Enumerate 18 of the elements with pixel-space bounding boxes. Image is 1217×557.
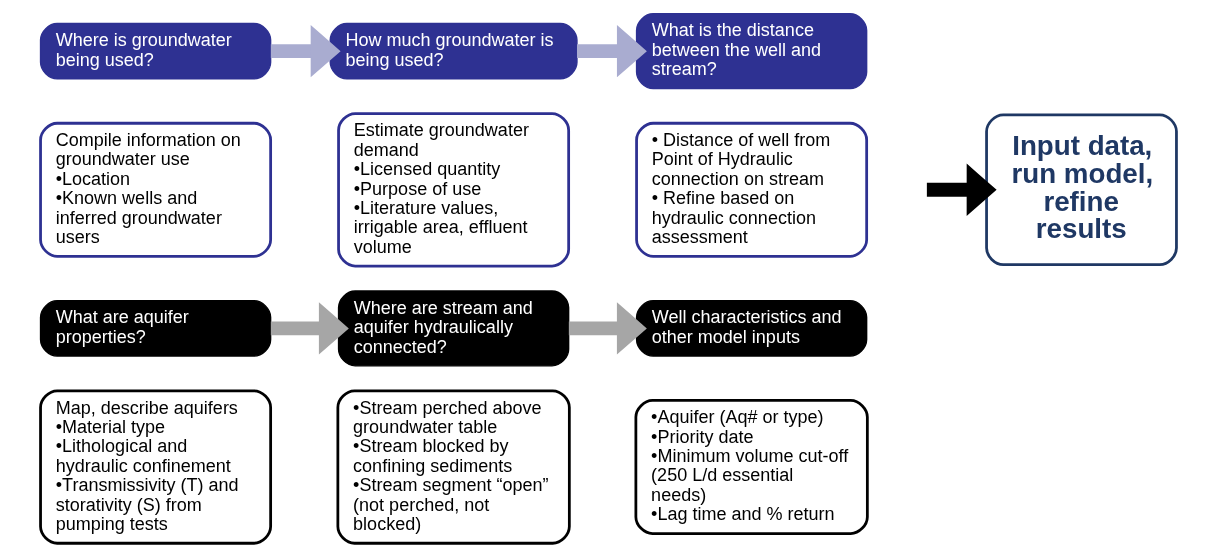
node-box: Well characteristics and other model inputs [635,300,868,357]
arrow [568,302,647,355]
node-box: • Distance of well from Point of Hydraulic connection on stream • Refine based on hydraulic connection assessment [635,121,869,258]
node-box: What are aquifer properties? [39,300,272,357]
node-box: Map, describe aquifers •Material type •Lithological and hydraulic confinement •Transmissivity (T) and storativity (S) from pumping tests [39,389,273,545]
node-box: Compile information on groundwater use •Location •Known wells and inferred groundwater users [39,121,273,258]
node-box: •Stream perched above groundwater table •Stream blocked by confining sediments •Stream segment “open” (not perched, not blocked) [336,389,571,545]
arrow [270,302,349,355]
arrow [270,25,341,78]
node-box: Input data, run model, refine results [985,113,1178,267]
arrow [926,163,997,216]
node-box: How much groundwater is being used? [329,22,578,80]
node-box: What is the distance between the well and stream? [635,13,868,90]
node-box: •Aquifer (Aq# or type) •Priority date •Minimum volume cut-off (250 L/d essential needs) •Lag time and % return [634,399,869,535]
node-box: Where are stream and aquifer hydraulically connected? [337,290,570,367]
node-box: Estimate groundwater demand •Licensed quantity •Purpose of use •Literature values, irrigable area, effluent volume [337,112,571,268]
arrow [577,25,647,78]
node-box: Where is groundwater being used? [39,22,272,80]
